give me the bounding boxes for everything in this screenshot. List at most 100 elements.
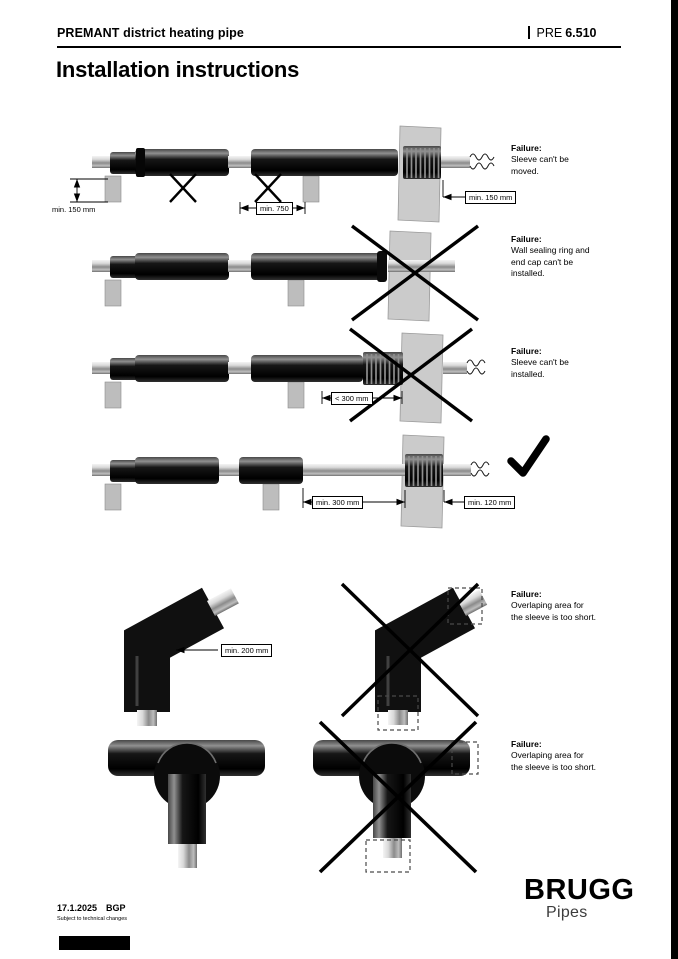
pipe-support <box>104 483 122 511</box>
pipe-support <box>302 175 320 203</box>
jacket-pipe <box>239 457 303 484</box>
failure-note: Failure: Sleeve can't be moved. <box>511 143 597 177</box>
x-mark-icon <box>350 224 480 322</box>
service-pipe <box>458 589 488 617</box>
service-pipe <box>303 464 405 476</box>
pipe-support <box>287 381 305 409</box>
dimension-label: min. 150 mm <box>52 205 96 214</box>
footer-date: 17.1.2025 <box>57 903 98 913</box>
doc-ref-prefix: PRE <box>536 26 563 40</box>
failure-note: Failure: Wall sealing ring and end cap c… <box>511 234 597 280</box>
service-pipe <box>228 156 253 168</box>
service-pipe <box>228 260 253 272</box>
jacket-pipe <box>110 460 138 482</box>
diagram-row5 <box>124 582 488 731</box>
dimension-label: < 300 mm <box>331 392 373 405</box>
service-pipe <box>441 156 470 168</box>
failure-note: Failure: Overlaping area for the sleeve … <box>511 739 597 773</box>
service-pipe <box>92 362 114 374</box>
dimension-label: min. 750 <box>256 202 293 215</box>
pipe-support <box>104 279 122 307</box>
jacket-pipe <box>110 256 138 278</box>
jacket-pipe <box>251 253 381 280</box>
failure-note-text: Overlaping area for the sleeve is too sh… <box>511 600 597 622</box>
jacket-pipe <box>135 149 229 176</box>
jacket-pipe <box>135 355 229 382</box>
dimension-label: min. 200 mm <box>221 644 273 657</box>
footer-date-line: 17.1.2025 BGP <box>57 903 126 913</box>
product-name: PREMANT district heating pipe <box>57 26 244 40</box>
diagram-row6 <box>108 720 479 874</box>
failure-note-title: Failure: <box>511 143 542 153</box>
jacket-pipe <box>110 152 138 174</box>
service-pipe <box>92 464 114 476</box>
overlap-area-dashed <box>451 741 479 775</box>
page-edge-bar <box>671 0 678 959</box>
overlap-area-dashed <box>377 695 419 731</box>
alarm-wires <box>470 461 490 477</box>
service-pipe <box>137 710 157 726</box>
service-pipe <box>388 710 408 725</box>
failure-note-text: Sleeve can't be installed. <box>511 357 569 379</box>
dimension-label: min. 120 mm <box>464 496 516 509</box>
pipe-support <box>104 175 122 203</box>
failure-note-text: Sleeve can't be moved. <box>511 154 569 176</box>
failure-note-title: Failure: <box>511 589 542 599</box>
overlap-area-dashed <box>447 587 483 625</box>
elbow-fitting <box>124 587 239 726</box>
joint-collar <box>136 148 145 177</box>
pipe-support <box>104 381 122 409</box>
brand-logo-sub: Pipes <box>546 904 588 921</box>
diagram-row4 <box>92 434 550 529</box>
footer-initials: BGP <box>106 903 126 913</box>
end-cap <box>377 251 387 282</box>
service-pipe <box>92 156 114 168</box>
jacket-pipe <box>110 358 138 380</box>
jacket-pipe <box>251 149 398 176</box>
diagram-row2 <box>92 224 480 322</box>
jacket-pipe <box>135 457 219 484</box>
dimension-label: min. 300 mm <box>312 496 364 509</box>
dimension-label: min. 150 mm <box>465 191 517 204</box>
failure-note-title: Failure: <box>511 234 542 244</box>
corrugated-sleeve <box>363 352 403 385</box>
service-pipe <box>92 260 114 272</box>
failure-note-text: Wall sealing ring and end cap can't be i… <box>511 245 590 279</box>
doc-ref-number: 6.510 <box>565 26 597 40</box>
diagram-row1 <box>70 125 495 223</box>
service-pipe <box>443 464 471 476</box>
jacket-pipe <box>135 253 229 280</box>
pipe-support <box>287 279 305 307</box>
service-pipe <box>219 464 241 476</box>
failure-note: Failure: Sleeve can't be installed. <box>511 346 597 380</box>
service-pipe <box>443 362 467 374</box>
service-pipe <box>388 260 455 272</box>
failure-note-title: Failure: <box>511 739 542 749</box>
header-rule <box>57 46 621 48</box>
page-margin-mark <box>59 936 130 950</box>
x-mark-icon <box>169 173 282 203</box>
jacket-pipe <box>251 355 363 382</box>
footer-note: Subject to technical changes <box>57 916 128 922</box>
page-title: Installation instructions <box>56 57 300 82</box>
service-pipe <box>178 844 197 868</box>
failure-note: Failure: Overlaping area for the sleeve … <box>511 589 597 623</box>
wall <box>399 332 444 424</box>
doc-ref-divider <box>528 26 530 39</box>
service-pipe <box>207 588 239 617</box>
checkmark-icon <box>507 435 550 477</box>
corrugated-sleeve <box>405 454 443 487</box>
overlap-area-dashed <box>365 839 411 873</box>
service-pipe <box>228 362 253 374</box>
corrugated-sleeve <box>403 146 441 179</box>
failure-note-title: Failure: <box>511 346 542 356</box>
x-mark-icon <box>348 327 474 423</box>
pipe-support <box>262 483 280 511</box>
tee-fitting <box>108 740 265 868</box>
failure-note-text: Overlaping area for the sleeve is too sh… <box>511 750 597 772</box>
x-mark-icon <box>318 720 478 874</box>
service-pipe <box>383 838 402 858</box>
